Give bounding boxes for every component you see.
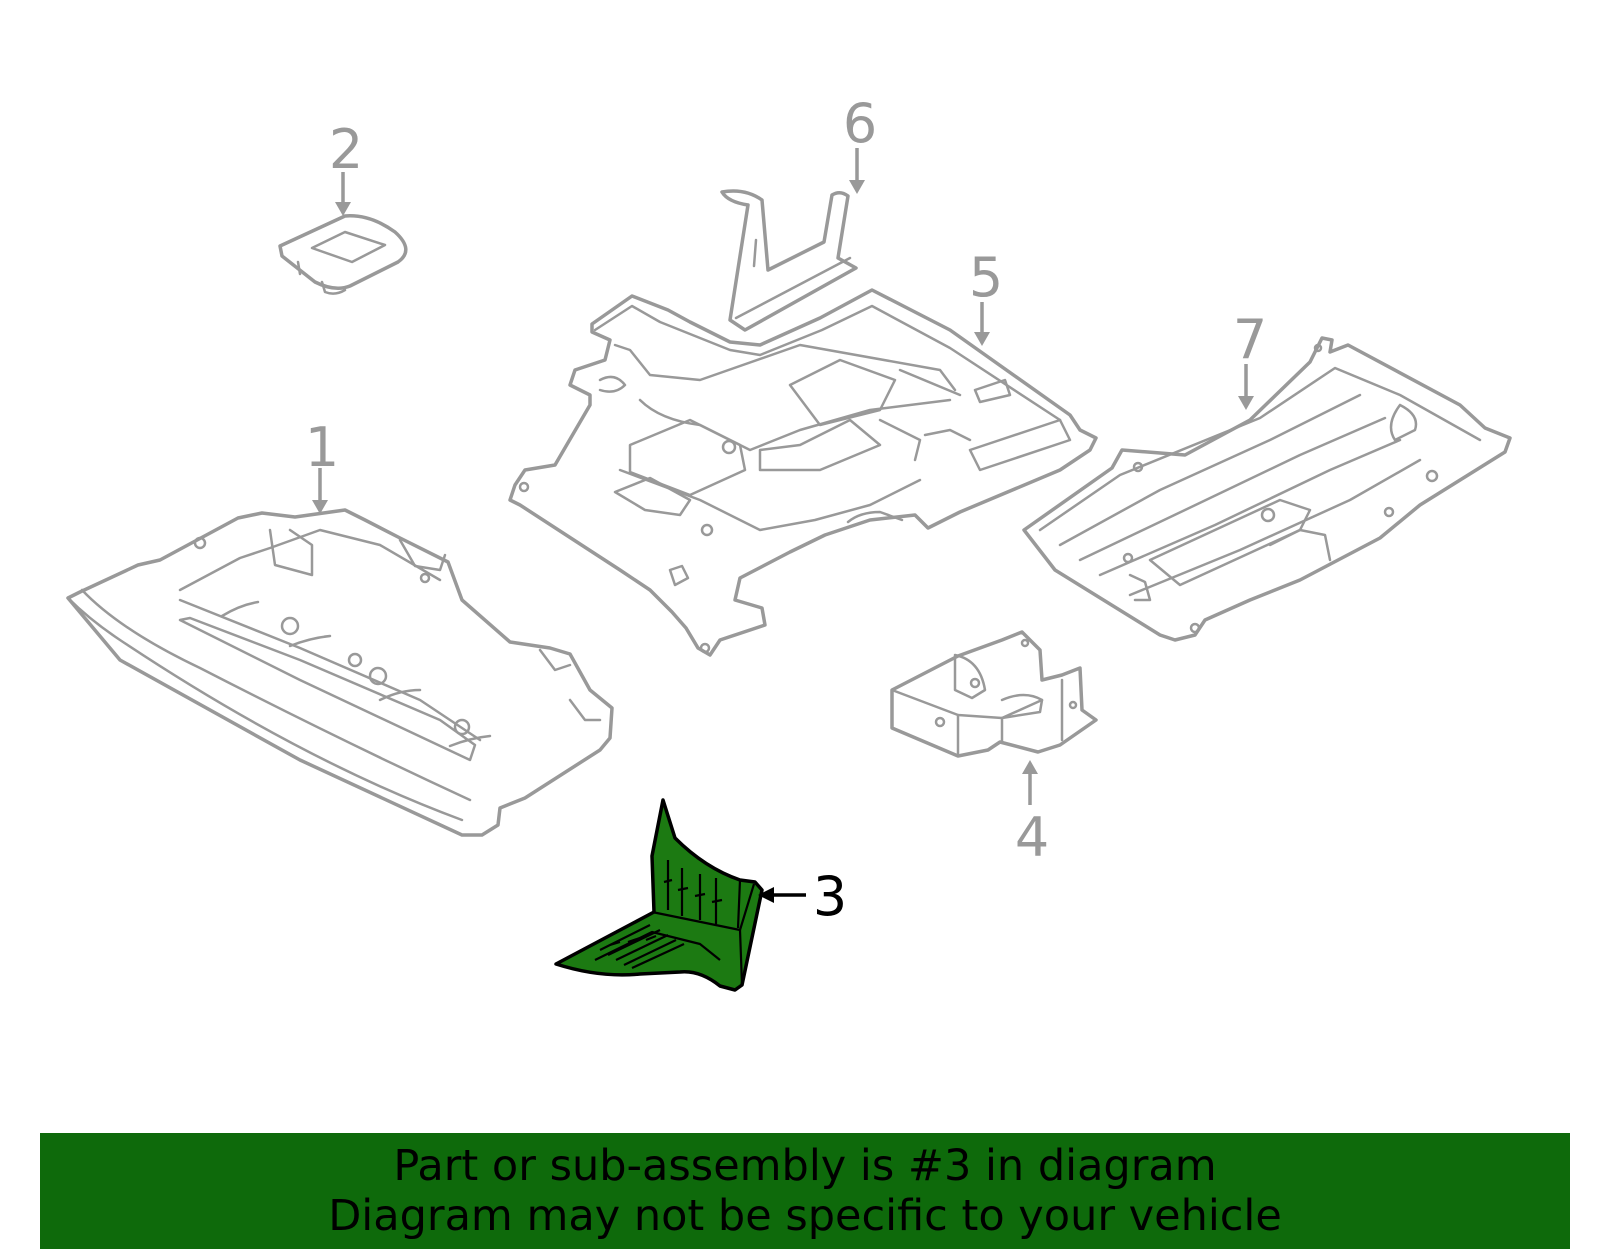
callout-5[interactable]: 5: [969, 246, 1003, 309]
callout-3[interactable]: 3: [813, 865, 847, 928]
callout-6[interactable]: 6: [843, 92, 877, 155]
callout-1[interactable]: 1: [305, 416, 339, 479]
part-6-bracket[interactable]: [720, 189, 858, 332]
callout-2[interactable]: 2: [329, 118, 363, 181]
part-1-undertray[interactable]: [66, 508, 614, 837]
part-5-center-panel[interactable]: [508, 288, 1098, 657]
part-7-rear-panel[interactable]: [1022, 336, 1512, 642]
part-4-bracket[interactable]: [890, 630, 1098, 758]
callout-arrow-4: [1022, 760, 1038, 805]
part-2-cover[interactable]: [278, 214, 408, 295]
callout-arrow-6: [849, 148, 865, 194]
callout-7[interactable]: 7: [1233, 308, 1267, 371]
callout-arrow-5: [974, 302, 990, 346]
callout-4[interactable]: 4: [1015, 806, 1049, 869]
part-3-splash-shield[interactable]: [554, 798, 764, 992]
info-banner: Part or sub-assembly is #3 in diagram Di…: [40, 1133, 1570, 1249]
banner-line-2: Diagram may not be specific to your vehi…: [328, 1191, 1282, 1241]
callout-arrow-2: [335, 172, 351, 216]
callout-arrow-1: [312, 468, 328, 514]
callout-arrow-7: [1238, 364, 1254, 410]
callout-arrow-3: [758, 887, 806, 903]
banner-line-1: Part or sub-assembly is #3 in diagram: [393, 1141, 1217, 1191]
